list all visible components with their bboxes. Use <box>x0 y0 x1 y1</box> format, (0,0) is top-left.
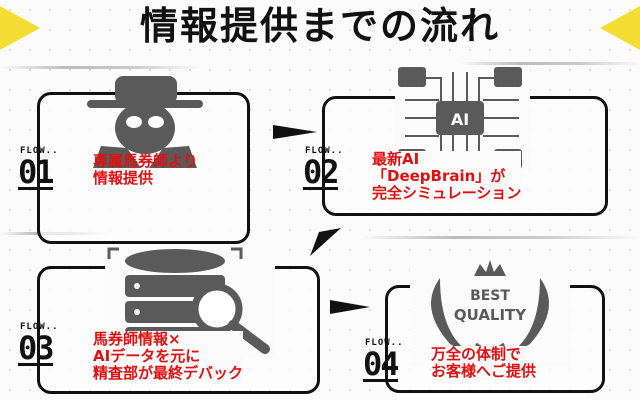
step-1-line: 専属馬券師より <box>93 152 198 170</box>
step-4-line: 万全の体制で <box>431 345 522 363</box>
quality-label: QUALITY <box>454 306 527 324</box>
step-2-line: 「DeepBrain」が <box>372 167 506 185</box>
right-yellow-triangle <box>600 6 640 50</box>
best-label: BEST <box>470 288 510 304</box>
step-3-text: 馬券師情報× AIデータを元に 精査部が最終デバック <box>93 330 244 382</box>
step-3-line: 馬券師情報× <box>93 330 181 348</box>
step-3-flow-label: FLOW.. <box>20 322 59 332</box>
decor-streak <box>460 62 640 65</box>
page-title: 情報提供までの流れ <box>139 4 500 48</box>
spy-icon <box>87 76 203 168</box>
step-2-flow-label: FLOW.. <box>305 146 344 156</box>
step-4-number: 04 <box>363 345 400 383</box>
step-3-line: 精査部が最終デバック <box>93 364 244 382</box>
decor-streak <box>360 236 640 239</box>
step-1-line: 情報提供 <box>93 169 154 187</box>
step-1-flow-label: FLOW.. <box>20 146 59 156</box>
arrow-diagonal-icon <box>310 228 341 256</box>
left-yellow-triangle <box>0 6 40 50</box>
step-3-line: AIデータを元に <box>93 347 201 365</box>
step-2-number: 02 <box>303 153 340 191</box>
step-4-flow-label: FLOW.. <box>365 338 404 348</box>
step-3-number: 03 <box>18 329 55 367</box>
step-1-number: 01 <box>18 153 55 191</box>
step-2-text: 最新AI 「DeepBrain」が 完全シミュレーション <box>372 150 522 202</box>
step-1-text: 専属馬券師より 情報提供 <box>93 153 198 187</box>
step-2-line: 最新AI <box>372 150 420 168</box>
arrow-right-icon <box>273 125 317 139</box>
step-4-text: 万全の体制で お客様へご提供 <box>431 345 537 380</box>
ai-chip-label: AI <box>451 110 469 129</box>
step-2-line: 完全シミュレーション <box>372 184 522 202</box>
step-4-line: お客様へご提供 <box>431 362 537 380</box>
decor-streak <box>0 66 200 69</box>
arrow-right-icon <box>330 300 370 314</box>
